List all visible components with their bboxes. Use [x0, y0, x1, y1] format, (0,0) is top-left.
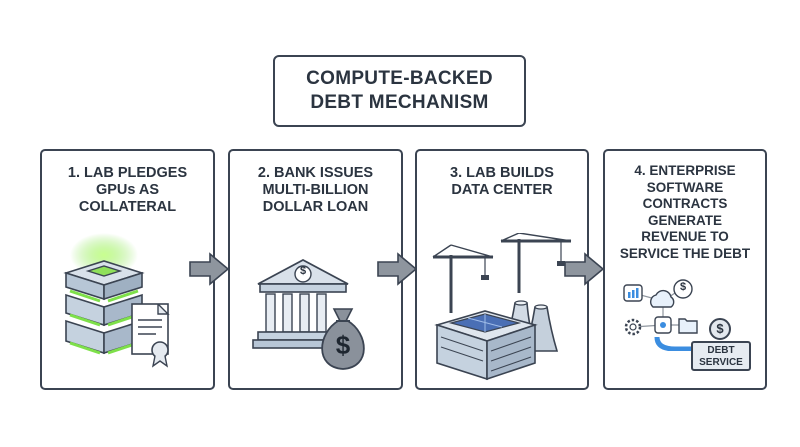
debt-service-line-2: SERVICE	[699, 357, 743, 368]
title-line-2: DEBT MECHANISM	[310, 92, 489, 113]
title-line-1: COMPUTE-BACKED	[306, 68, 493, 89]
construction-crane-icon	[500, 233, 572, 293]
debt-coin-dollar: $	[716, 321, 724, 336]
coin-dollar: $	[679, 281, 687, 293]
flow-arrow-3	[564, 252, 605, 286]
step-4-label: 4. ENTERPRISE SOFTWARE CONTRACTS GENERAT…	[619, 163, 751, 261]
bank-dollar-sign: $	[299, 265, 307, 277]
step-3-card: 3. LAB BUILDS DATA CENTER	[415, 149, 589, 390]
debt-coin-icon: $	[709, 318, 731, 340]
certificate-icon	[131, 303, 170, 368]
diagram-title: COMPUTE-BACKED DEBT MECHANISM	[273, 55, 526, 127]
step-4-card: 4. ENTERPRISE SOFTWARE CONTRACTS GENERAT…	[603, 149, 767, 390]
factory-icon	[434, 310, 538, 381]
gpu-chip-icon	[85, 265, 123, 277]
bank-icon	[252, 258, 354, 349]
flow-arrow-1	[189, 252, 230, 286]
step-1-card: 1. LAB PLEDGES GPUs AS COLLATERAL	[40, 149, 215, 390]
server-rack-icon	[63, 233, 145, 355]
software-network-illustration	[623, 279, 705, 351]
debt-service-line-1: DEBT	[707, 345, 735, 356]
step-2-label: 2. BANK ISSUES MULTI-BILLION DOLLAR LOAN	[257, 165, 374, 215]
money-bag-icon	[321, 308, 365, 370]
money-bag-dollar: $	[335, 330, 351, 360]
debt-service-badge: DEBT SERVICE	[691, 341, 751, 371]
folder-icon	[678, 318, 698, 334]
data-center-illustration	[432, 233, 572, 381]
flow-arrow-2	[377, 252, 418, 286]
dollar-coin-icon	[673, 279, 693, 299]
step-1-label: 1. LAB PLEDGES GPUs AS COLLATERAL	[67, 165, 188, 215]
step-3-label: 3. LAB BUILDS DATA CENTER	[450, 165, 554, 198]
construction-crane-icon	[432, 244, 494, 313]
step-2-card: 2. BANK ISSUES MULTI-BILLION DOLLAR LOAN…	[228, 149, 403, 390]
cloud-icon	[650, 289, 675, 308]
